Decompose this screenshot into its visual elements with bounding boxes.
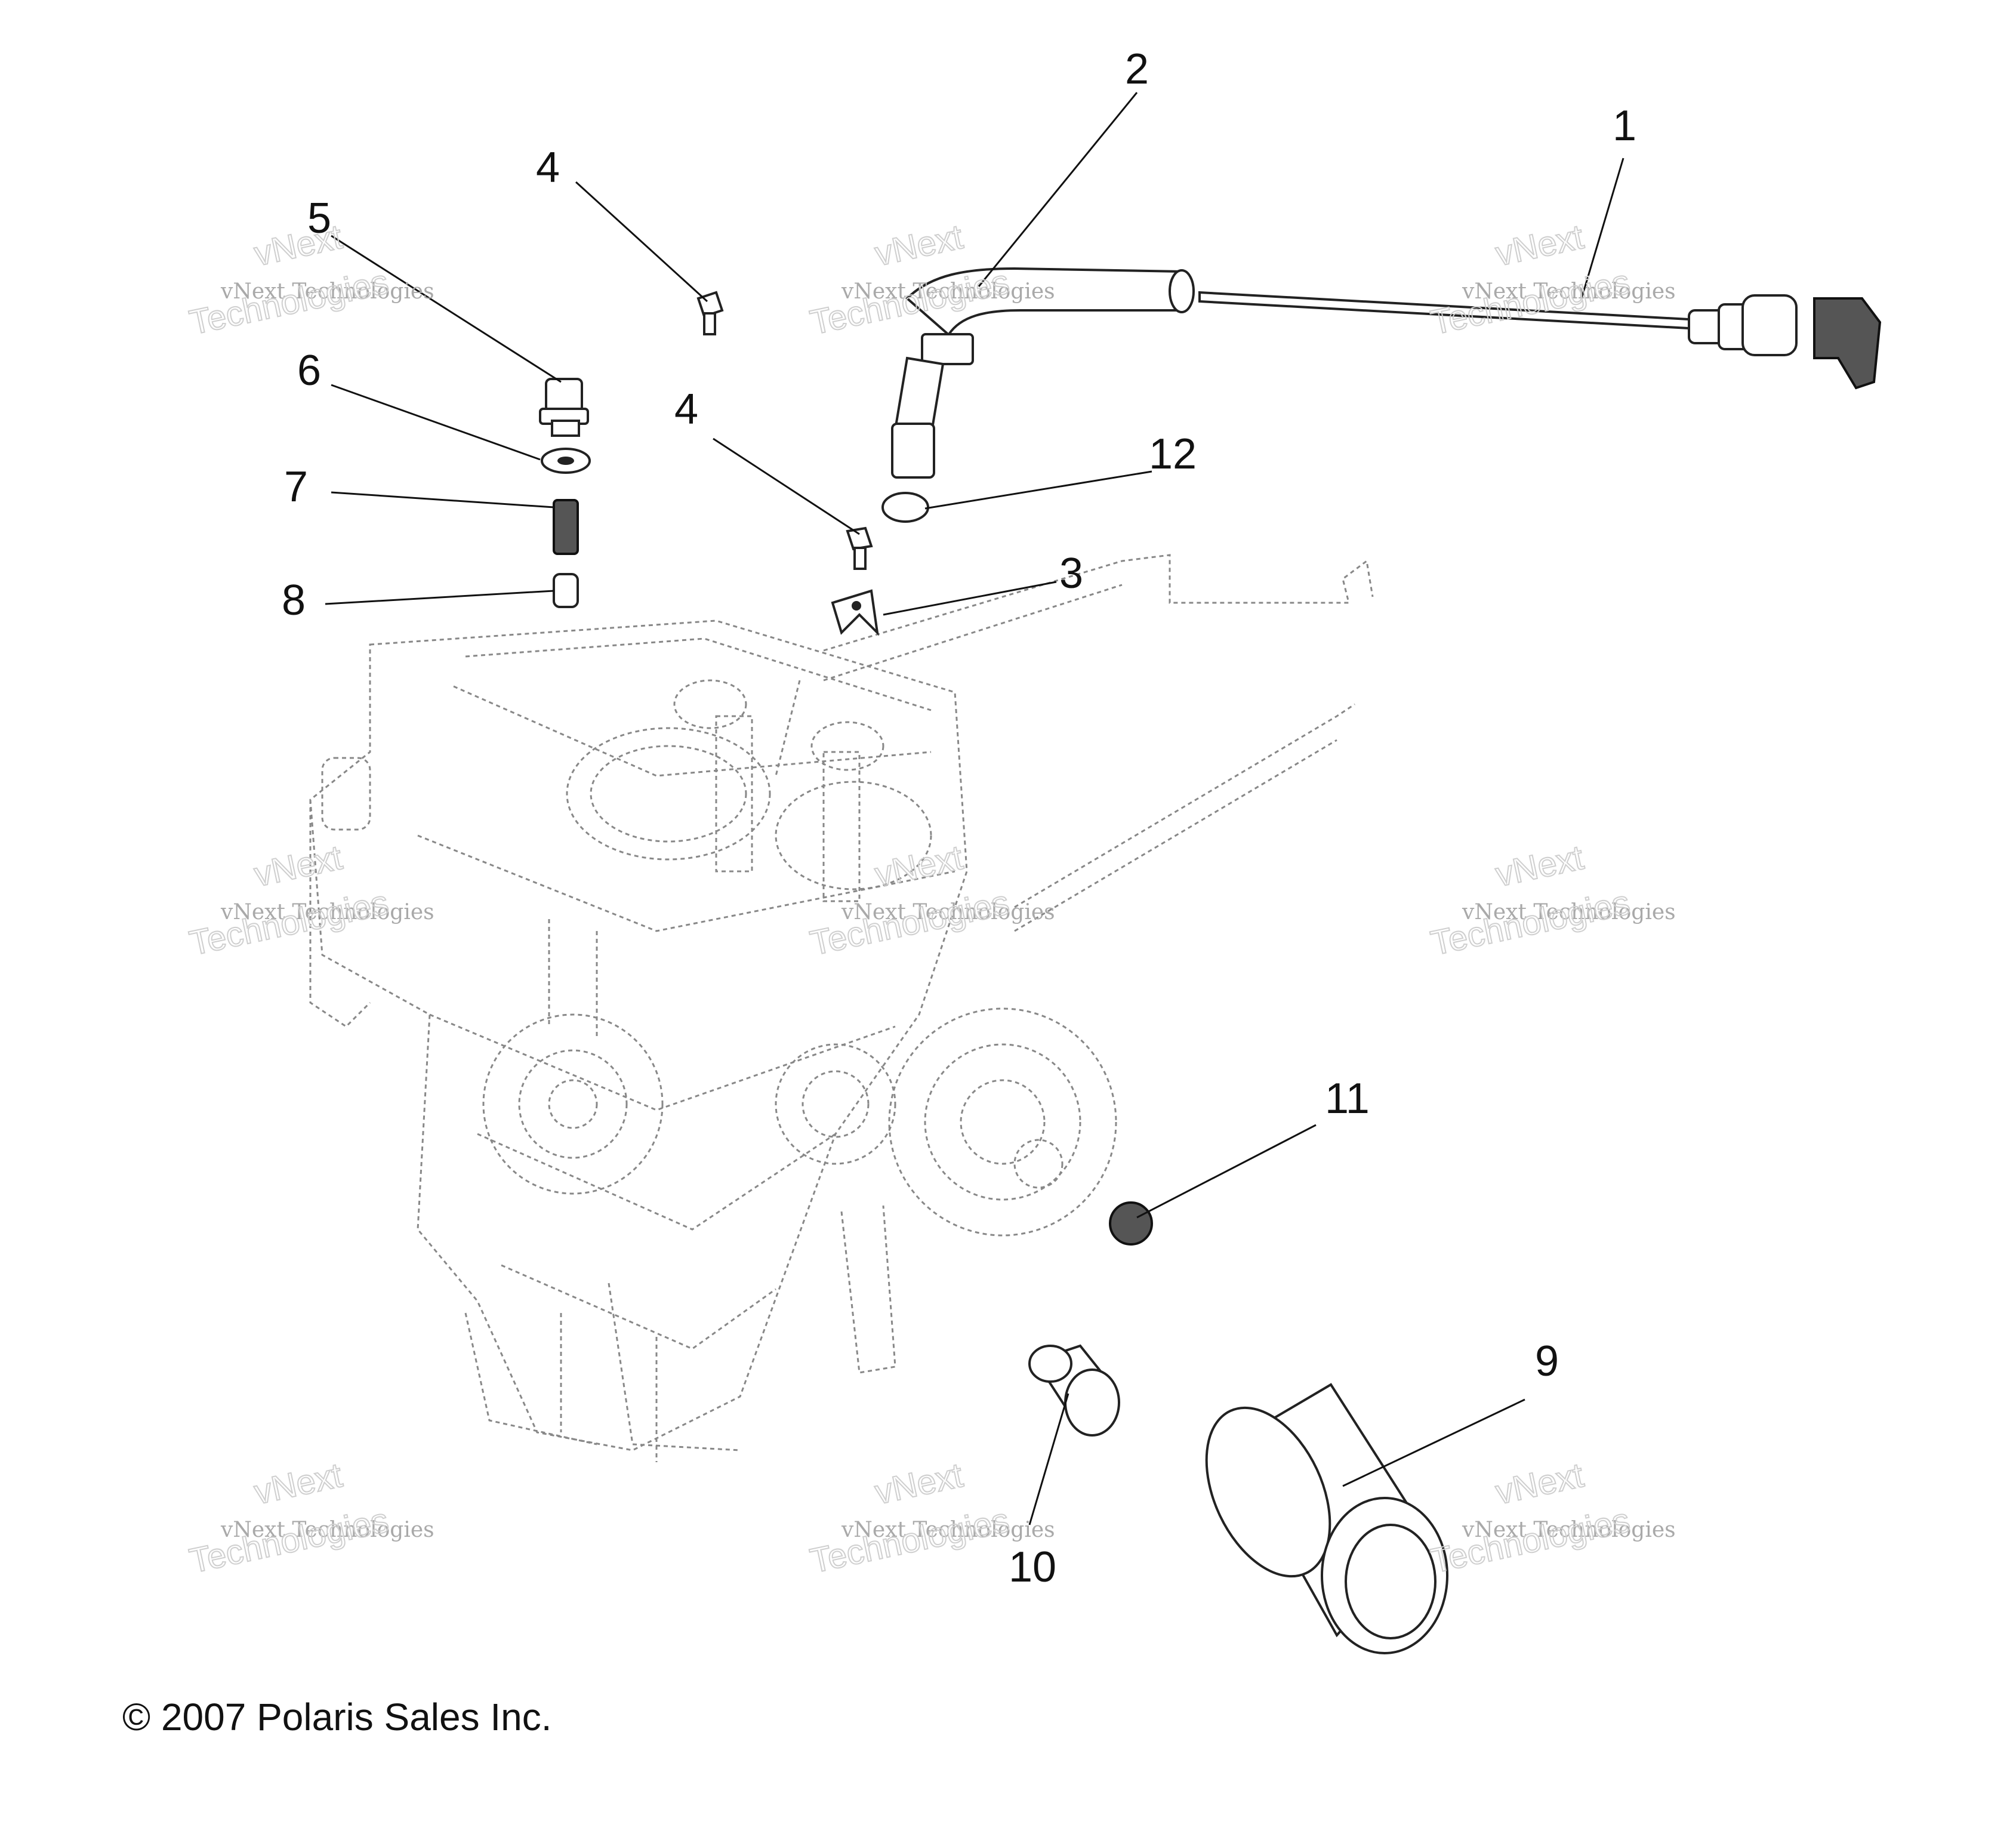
svg-text:vNext Technologies: vNext Technologies <box>220 1518 434 1542</box>
svg-text:vNext: vNext <box>251 1456 346 1512</box>
spring-part <box>553 499 579 555</box>
dipstick-tube-part <box>891 267 1195 479</box>
svg-text:Technologies: Technologies <box>1428 883 1633 963</box>
callout-3: 3 <box>1059 550 1083 597</box>
svg-text:Technologies: Technologies <box>1428 263 1633 343</box>
callout-4-lower: 4 <box>674 386 698 433</box>
callout-7: 7 <box>284 463 308 511</box>
svg-text:vNext Technologies: vNext Technologies <box>220 900 434 924</box>
oil-filter-part <box>1205 1383 1448 1654</box>
svg-text:vNext: vNext <box>871 217 966 273</box>
bolt-part-lower <box>846 526 873 570</box>
svg-text:Technologies: Technologies <box>1428 1501 1633 1581</box>
dipstick-part <box>1198 291 1882 390</box>
leader-lines <box>325 92 1624 1525</box>
svg-text:Technologies: Technologies <box>807 263 1013 343</box>
callout-2: 2 <box>1125 45 1149 93</box>
svg-text:Technologies: Technologies <box>186 263 392 343</box>
callout-6: 6 <box>297 347 321 394</box>
watermark: vNext vNext Technologies Technologies <box>186 217 434 343</box>
callout-10: 10 <box>1009 1543 1056 1591</box>
svg-text:vNext: vNext <box>1492 1456 1587 1512</box>
callout-1: 1 <box>1613 102 1636 150</box>
drain-plug-part <box>1109 1201 1153 1246</box>
svg-text:vNext: vNext <box>1492 838 1587 894</box>
svg-text:Technologies: Technologies <box>807 883 1013 963</box>
engine-block-ghost <box>309 619 1117 1462</box>
plug-part <box>539 378 589 437</box>
bolt-part-upper <box>696 291 724 335</box>
svg-text:vNext: vNext <box>251 217 346 273</box>
svg-text:vNext: vNext <box>1492 217 1587 273</box>
callout-5: 5 <box>307 195 331 242</box>
watermark: vNext vNext Technologies Technologies <box>186 1455 434 1581</box>
svg-text:vNext Technologies: vNext Technologies <box>1462 279 1676 304</box>
callout-11: 11 <box>1325 1075 1370 1123</box>
watermark: vNext vNext Technologies Technologies <box>1427 1455 1676 1581</box>
svg-text:Technologies: Technologies <box>807 1501 1013 1581</box>
svg-text:vNext Technologies: vNext Technologies <box>1462 1518 1676 1542</box>
svg-text:vNext: vNext <box>871 1456 966 1512</box>
svg-text:Technologies: Technologies <box>186 1501 392 1581</box>
fitting-part <box>1028 1344 1120 1437</box>
svg-text:vNext Technologies: vNext Technologies <box>841 279 1055 304</box>
copyright-notice: © 2007 Polaris Sales Inc. <box>122 1696 552 1739</box>
callout-12: 12 <box>1149 430 1197 478</box>
svg-text:vNext Technologies: vNext Technologies <box>1462 900 1676 924</box>
svg-text:vNext: vNext <box>251 838 346 894</box>
callout-9: 9 <box>1535 1337 1559 1385</box>
svg-text:vNext Technologies: vNext Technologies <box>220 279 434 304</box>
watermark: vNext vNext Technologies Technologies <box>806 837 1055 963</box>
dipstick-tube-ghost <box>775 554 1374 932</box>
svg-text:Technologies: Technologies <box>186 883 392 963</box>
callout-8: 8 <box>282 577 306 624</box>
callout-4-upper: 4 <box>536 144 560 192</box>
washer-part <box>541 448 591 474</box>
o-ring-part <box>881 492 929 523</box>
bracket-part <box>831 589 879 636</box>
pin-part <box>553 573 579 608</box>
watermark: vNext vNext Technologies Technologies <box>1427 837 1676 963</box>
watermark: vNext vNext Technologies Technologies <box>186 837 434 963</box>
svg-text:vNext: vNext <box>871 838 966 894</box>
callout-numbers: 1 2 3 4 4 5 6 7 8 9 10 11 12 <box>282 45 1636 1591</box>
watermark: vNext vNext Technologies Technologies <box>806 217 1055 343</box>
svg-text:vNext Technologies: vNext Technologies <box>841 900 1055 924</box>
svg-text:vNext Technologies: vNext Technologies <box>841 1518 1055 1542</box>
